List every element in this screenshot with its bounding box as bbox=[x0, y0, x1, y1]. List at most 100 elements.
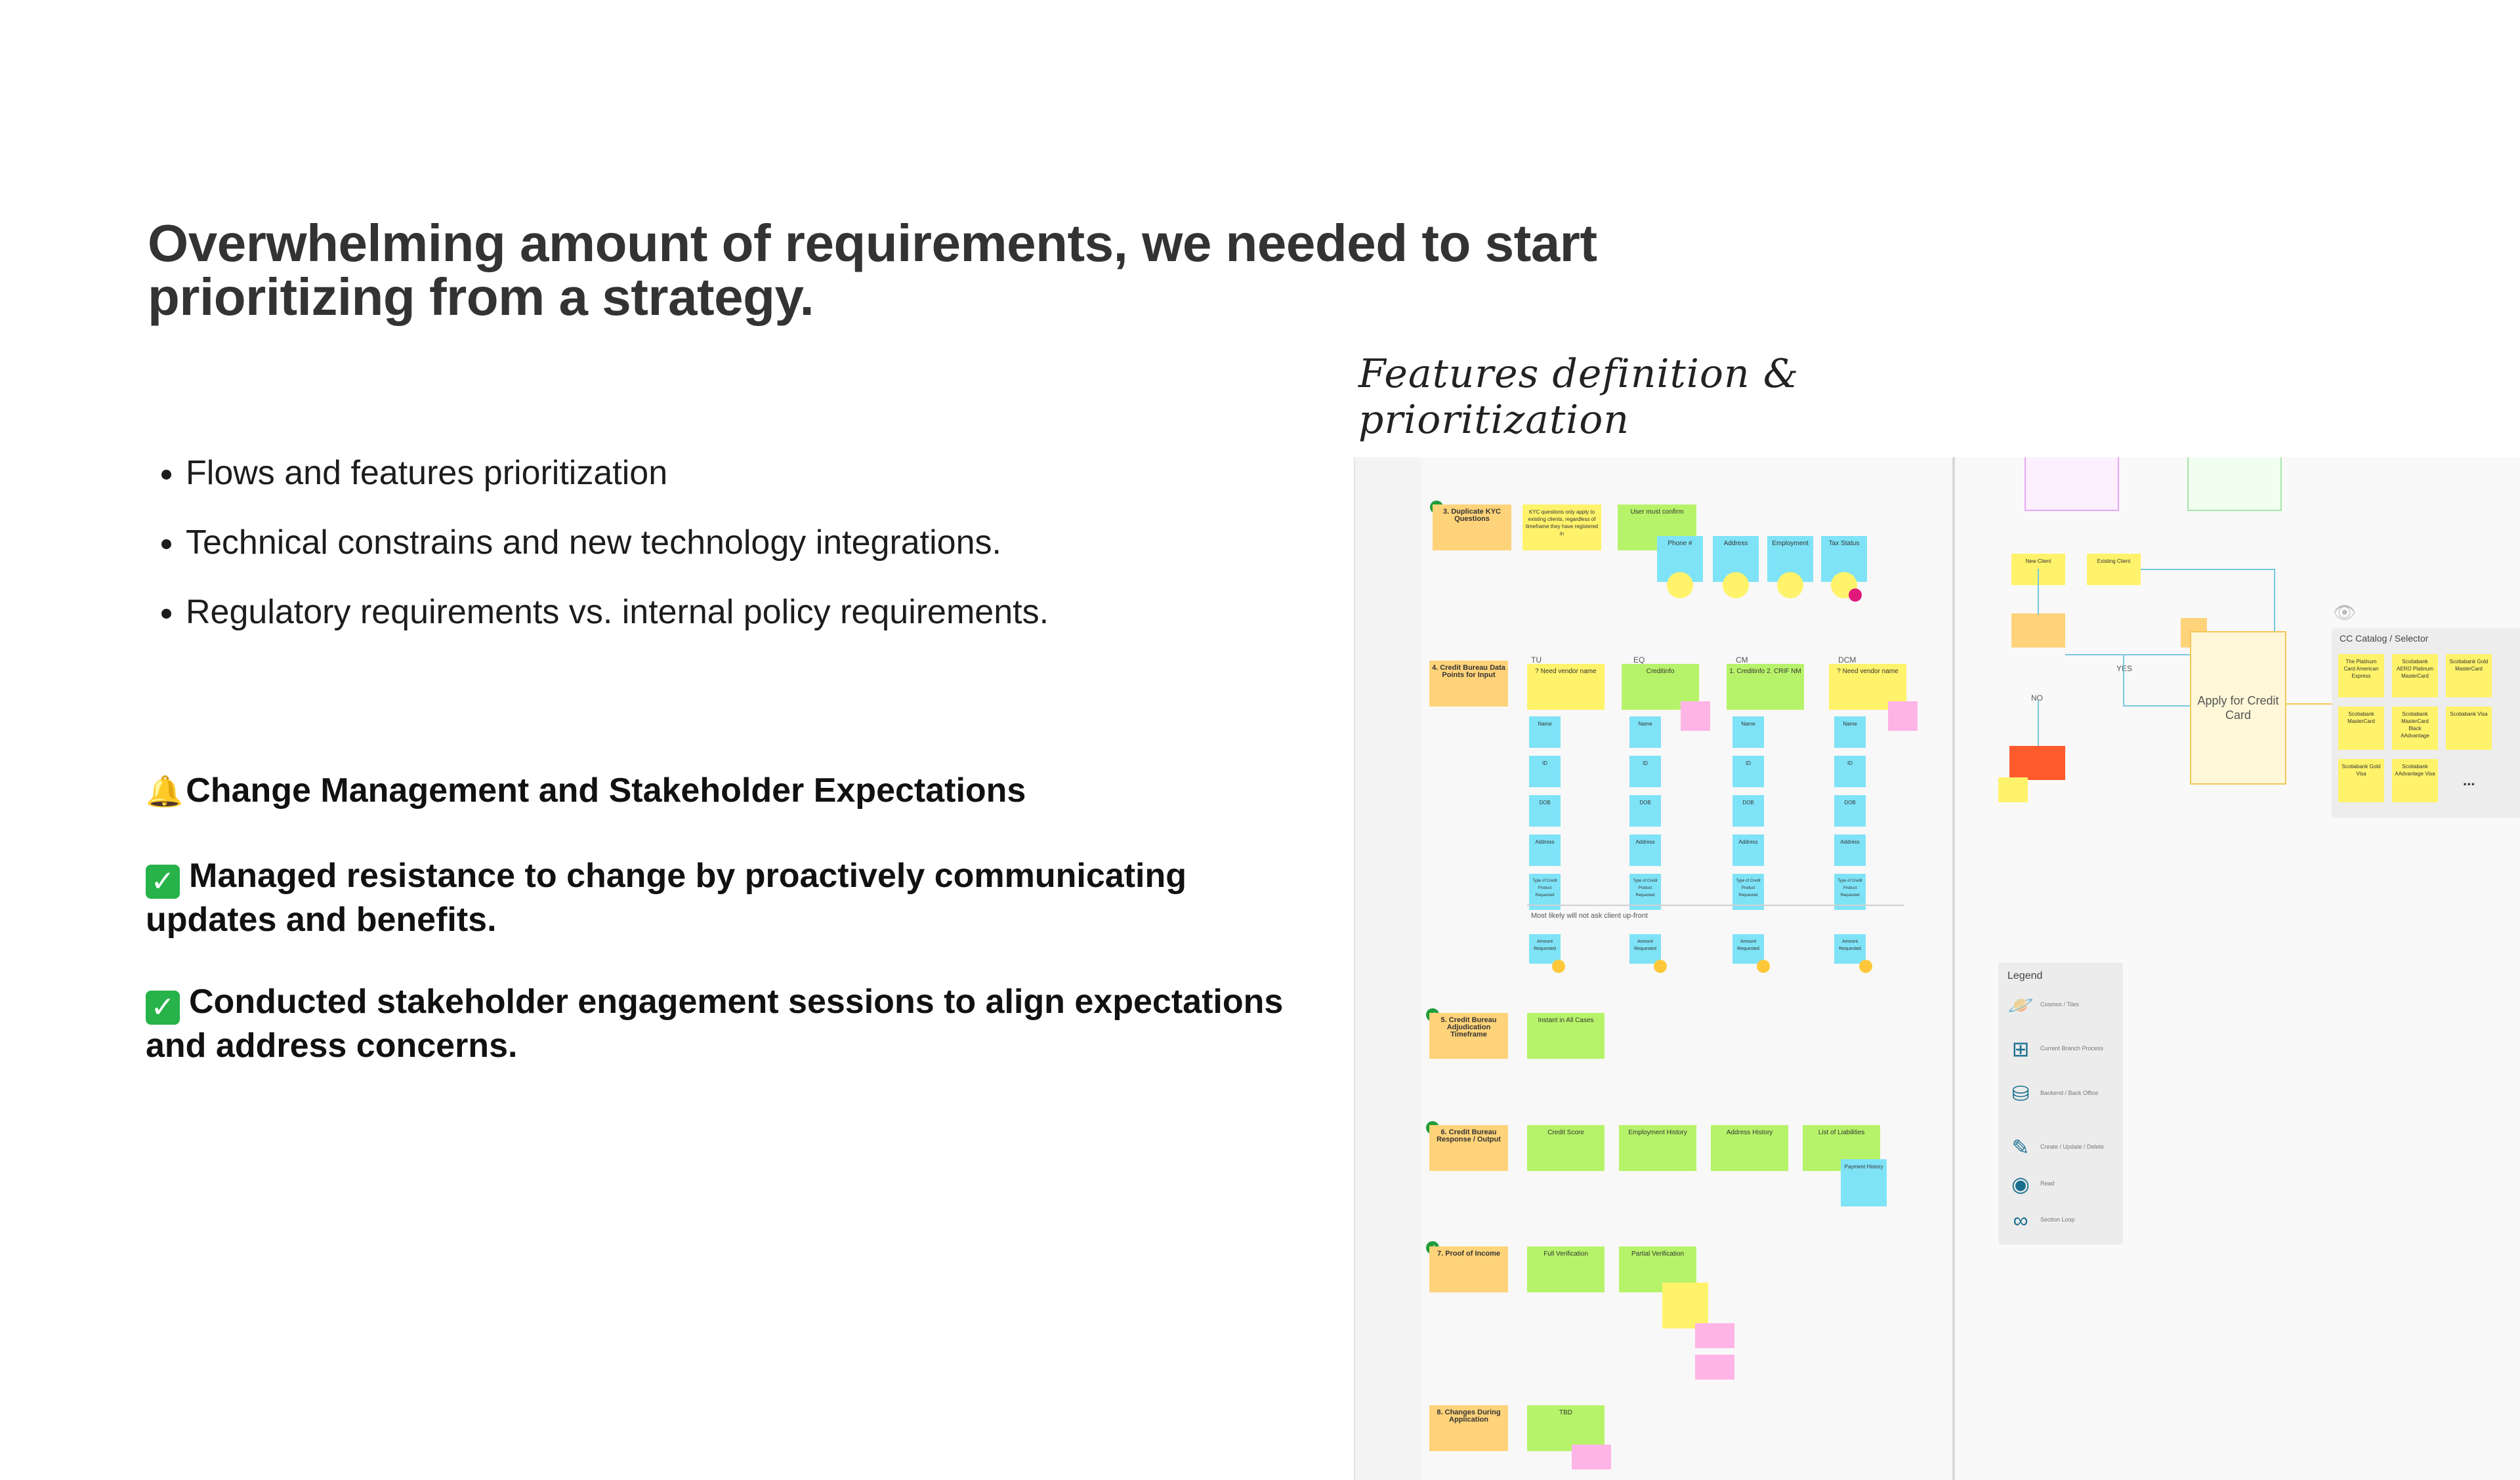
sticky-note[interactable]: Type of Credit Product Requested bbox=[1529, 874, 1561, 910]
sticky-note[interactable] bbox=[1695, 1355, 1734, 1380]
connector-line bbox=[2038, 700, 2039, 746]
card-sticky[interactable]: The Platinum Card American Express bbox=[2338, 654, 2384, 697]
sticky-note[interactable]: 1. Creditinfo 2. CRIF NM bbox=[1727, 664, 1804, 710]
bullet-item: Flows and features prioritization bbox=[186, 453, 1367, 493]
sticky-note[interactable]: Type of Credit Product Requested bbox=[1834, 874, 1866, 910]
infinity-icon: ∞ bbox=[2013, 1208, 2028, 1232]
sticky-note[interactable]: Payment History bbox=[1841, 1159, 1887, 1206]
more-cards[interactable]: ... bbox=[2463, 772, 2475, 789]
sticky-note[interactable]: Address bbox=[1529, 834, 1561, 866]
sticky-note[interactable]: DOB bbox=[1529, 795, 1561, 827]
bureau-label: DCM bbox=[1838, 655, 1857, 665]
sticky-note[interactable] bbox=[1888, 701, 1918, 731]
sticky-note[interactable]: Address bbox=[1732, 834, 1764, 866]
card-sticky[interactable]: Scotiabank Gold Visa bbox=[2338, 759, 2384, 802]
sticky-note[interactable]: Type of Credit Product Requested bbox=[1629, 874, 1661, 910]
sticky-note[interactable]: ID bbox=[1529, 756, 1561, 787]
section-sticky[interactable]: 4. Credit Bureau Data Points for Input bbox=[1429, 661, 1508, 707]
legend-row: ◉ Read bbox=[2007, 1171, 2119, 1197]
connector-line bbox=[2038, 569, 2039, 615]
sticky-note[interactable] bbox=[1695, 1323, 1734, 1348]
flow-label-yes: YES bbox=[2116, 664, 2133, 673]
bullet-item: Regulatory requirements vs. internal pol… bbox=[186, 592, 1367, 632]
sticky-note[interactable]: ID bbox=[1834, 756, 1866, 787]
page-headline: Overwhelming amount of requirements, we … bbox=[148, 216, 1723, 324]
sticky-note[interactable]: Amount Requested bbox=[1834, 934, 1866, 964]
frame-box[interactable] bbox=[2025, 457, 2119, 511]
sticky-note[interactable]: DOB bbox=[1732, 795, 1764, 827]
cc-catalog-panel[interactable]: CC Catalog / Selector The Platinum Card … bbox=[2332, 628, 2520, 818]
sticky-note[interactable]: Amount Requested bbox=[1732, 934, 1764, 964]
bullet-item: Technical constrains and new technology … bbox=[186, 522, 1367, 563]
eye-icon[interactable]: 👁 bbox=[2333, 602, 2357, 623]
sticky-note[interactable]: Instant in All Cases bbox=[1527, 1013, 1605, 1059]
card-sticky[interactable]: Scotiabank MasterCard Black AAdvantage bbox=[2392, 707, 2438, 750]
sticky-note[interactable]: ID bbox=[1732, 756, 1764, 787]
legend-panel: Legend 🪐 Cosmos / Tiles ⊞ Current Branch… bbox=[1998, 962, 2123, 1244]
card-sticky[interactable]: Scotiabank Visa bbox=[2446, 707, 2492, 750]
check-item: ✓Conducted stakeholder engagement sessio… bbox=[146, 981, 1294, 1067]
sticky-note[interactable]: Name bbox=[1529, 716, 1561, 748]
cc-catalog-title: CC Catalog / Selector bbox=[2340, 633, 2429, 644]
section-sticky[interactable]: 8. Changes During Application bbox=[1429, 1405, 1508, 1451]
flow-label-no: NO bbox=[2031, 693, 2043, 703]
frame-box[interactable] bbox=[2187, 457, 2282, 511]
card-sticky[interactable]: Scotiabank AAdvantage Visa bbox=[2392, 759, 2438, 802]
legend-row: ⊞ Current Branch Process bbox=[2007, 1036, 2119, 1062]
card-sticky[interactable]: Scotiabank MasterCard bbox=[2338, 707, 2384, 750]
question-icon[interactable] bbox=[1757, 960, 1770, 973]
legend-text: Cosmos / Tiles bbox=[2040, 1001, 2080, 1008]
connector-line bbox=[2123, 705, 2190, 707]
section-sticky[interactable]: 3. Duplicate KYC Questions bbox=[1433, 504, 1511, 550]
sticky-note[interactable]: Address bbox=[1834, 834, 1866, 866]
question-icon[interactable] bbox=[1859, 960, 1872, 973]
section-sticky[interactable]: 5. Credit Bureau Adjudication Timeframe bbox=[1429, 1013, 1508, 1059]
connector-line bbox=[2274, 569, 2275, 631]
whiteboard[interactable]: ✓ 3. Duplicate KYC Questions KYC questio… bbox=[1354, 457, 2520, 1480]
headline-line-1: Overwhelming amount of requirements, we … bbox=[148, 214, 1597, 272]
sticky-note[interactable]: Name bbox=[1629, 716, 1661, 748]
sticky-note[interactable] bbox=[1662, 1283, 1708, 1328]
sticky-note[interactable]: ID bbox=[1629, 756, 1661, 787]
legend-row: ✎ Create / Update / Delete bbox=[2007, 1134, 2119, 1161]
pen-icon: ✎ bbox=[2011, 1136, 2030, 1159]
section-sticky[interactable]: 7. Proof of Income bbox=[1429, 1246, 1508, 1292]
sticky-note[interactable]: Type of Credit Product Requested bbox=[1732, 874, 1764, 910]
sticky-note[interactable]: Employment History bbox=[1619, 1125, 1696, 1171]
sticky-note[interactable]: Amount Requested bbox=[1529, 934, 1561, 964]
sticky-note[interactable]: ? Need vendor name bbox=[1829, 664, 1906, 710]
sticky-note[interactable]: DOB bbox=[1629, 795, 1661, 827]
sticky-note[interactable]: TBD bbox=[1527, 1405, 1605, 1451]
question-icon[interactable] bbox=[1654, 960, 1667, 973]
bullet-list: Flows and features prioritization Techni… bbox=[148, 453, 1367, 661]
sticky-note[interactable]: Address bbox=[1629, 834, 1661, 866]
change-management-heading: 🔔Change Management and Stakeholder Expec… bbox=[146, 771, 1026, 810]
question-icon[interactable] bbox=[1552, 960, 1565, 973]
headline-line-2: prioritizing from a strategy. bbox=[148, 268, 814, 326]
sticky-note[interactable]: Name bbox=[1732, 716, 1764, 748]
connector-line bbox=[2065, 654, 2190, 655]
sticky-note[interactable] bbox=[1998, 777, 2028, 802]
sticky-note[interactable]: Address History bbox=[1711, 1125, 1788, 1171]
section-sticky[interactable]: 6. Credit Bureau Response / Output bbox=[1429, 1125, 1508, 1171]
card-sticky[interactable]: Scotiabank Gold MasterCard bbox=[2446, 654, 2492, 697]
sticky-note[interactable] bbox=[2011, 613, 2065, 648]
sticky-note[interactable] bbox=[1681, 701, 1710, 731]
org-chart-icon: ⊞ bbox=[2011, 1037, 2030, 1061]
sticky-note[interactable]: Amount Requested bbox=[1629, 934, 1661, 964]
sticky-note[interactable]: ? Need vendor name bbox=[1527, 664, 1605, 710]
card-sticky[interactable]: Scotiabank AERO Platinum MasterCard bbox=[2392, 654, 2438, 697]
sticky-note[interactable]: Full Verification bbox=[1527, 1246, 1605, 1292]
sticky-note[interactable] bbox=[2009, 746, 2065, 780]
sticky-note[interactable] bbox=[1572, 1445, 1611, 1470]
apply-credit-card-node[interactable]: Apply for Credit Card bbox=[2190, 631, 2286, 785]
check-icon: ✓ bbox=[146, 865, 180, 899]
comment-icon[interactable] bbox=[1849, 588, 1862, 602]
sticky-note[interactable]: KYC questions only apply to existing cli… bbox=[1522, 504, 1601, 550]
sticky-note[interactable]: Credit Score bbox=[1527, 1125, 1605, 1171]
sticky-note[interactable]: Name bbox=[1834, 716, 1866, 748]
legend-text: Section Loop bbox=[2040, 1216, 2075, 1223]
circle-marker bbox=[1667, 572, 1693, 598]
sticky-note[interactable]: DOB bbox=[1834, 795, 1866, 827]
sticky-note[interactable]: Existing Client bbox=[2087, 554, 2141, 585]
